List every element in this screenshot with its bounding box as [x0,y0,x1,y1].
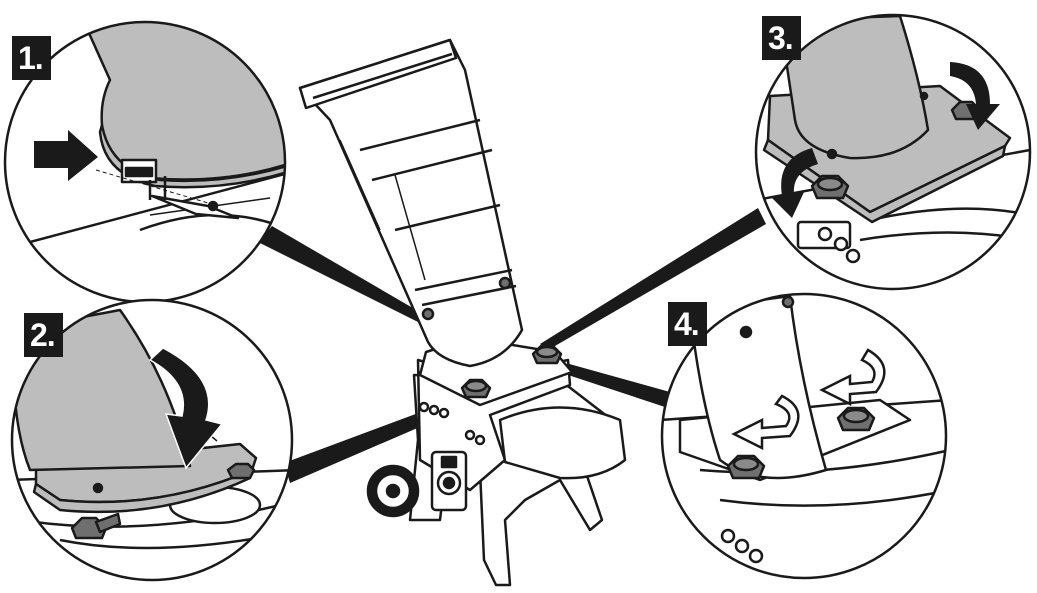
rotate-arrow-left-icon [770,148,818,218]
detail-circle-step4 [660,292,948,580]
shredder-machine [298,38,627,587]
knob-front [460,378,492,399]
hopper-funnel [298,38,524,368]
detail-circle-step3 [754,13,1032,291]
rotate-arrow-right-icon [950,62,1000,130]
motor-housing [498,406,627,480]
switch [440,455,458,469]
callout-connectors [258,208,766,483]
step-number-1: 1. [12,36,51,80]
rotate-arrow-1-icon [731,394,800,451]
connector-step4 [553,360,670,408]
step-number-4: 4. [668,302,707,346]
rotate-arrow-2-icon [819,348,886,407]
arrow-push-icon [34,130,98,181]
hopper [778,15,930,160]
step-number-3: 3. [762,16,801,60]
step-number-2: 2. [24,313,63,357]
wheel [366,464,420,518]
connector-step1 [258,226,430,322]
knob-back [531,344,563,365]
connector-step3 [540,208,766,350]
arrow-down-icon [148,347,224,470]
